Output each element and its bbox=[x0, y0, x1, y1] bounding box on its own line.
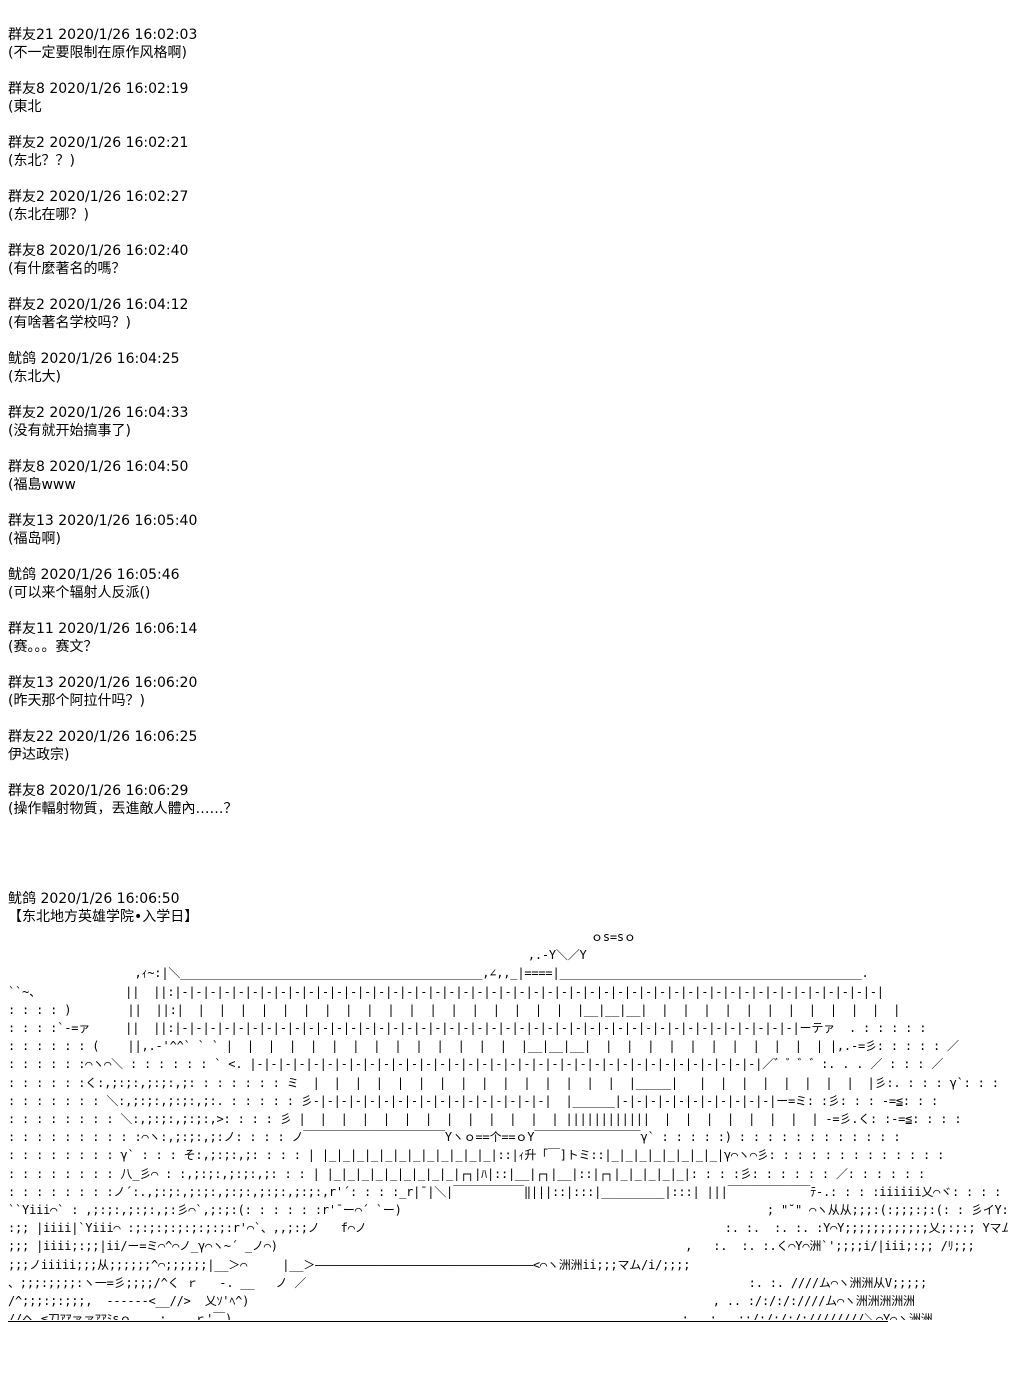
message-text: (有什麼著名的嗎？ bbox=[8, 261, 126, 277]
message-text: (有啥著名学校吗？) bbox=[8, 315, 131, 331]
message-header: 群友2 2020/1/26 16:02:21 bbox=[8, 135, 189, 151]
message-header: 群友21 2020/1/26 16:02:03 bbox=[8, 27, 198, 43]
spacer bbox=[8, 836, 988, 890]
message-text: (福島www bbox=[8, 477, 76, 493]
message-text: (不一定要限制在原作风格啊) bbox=[8, 45, 187, 61]
message-text: (东北在哪？) bbox=[8, 207, 89, 223]
chat-message: 群友2 2020/1/26 16:02:21 (东北？？) bbox=[8, 134, 988, 170]
chat-message: 群友22 2020/1/26 16:06:25 伊达政宗) bbox=[8, 728, 988, 764]
scene-title: 【东北地方英雄学院•入学日】 bbox=[8, 909, 199, 925]
message-header: 群友8 2020/1/26 16:02:40 bbox=[8, 243, 189, 259]
chat-message: 群友13 2020/1/26 16:05:40 (福岛啊) bbox=[8, 512, 988, 548]
chat-message-final: 鱿鸽 2020/1/26 16:06:50 【东北地方英雄学院•入学日】 bbox=[8, 890, 988, 926]
chat-message: 群友13 2020/1/26 16:06:20 (昨天那个阿拉什吗？) bbox=[8, 674, 988, 710]
message-text: (赛。。。赛文？ bbox=[8, 639, 98, 655]
chat-message: 群友8 2020/1/26 16:02:19 (東北 bbox=[8, 80, 988, 116]
message-header: 群友8 2020/1/26 16:02:19 bbox=[8, 81, 189, 97]
chat-message: 群友2 2020/1/26 16:02:27 (东北在哪？) bbox=[8, 188, 988, 224]
message-header: 群友8 2020/1/26 16:04:50 bbox=[8, 459, 189, 475]
ascii-art-school-building: ｏs=sｏ ,.-Y＼／Y ,ｨ~:|＼____________________… bbox=[8, 930, 1008, 1320]
chat-log: 群友21 2020/1/26 16:02:03 (不一定要限制在原作风格啊) 群友… bbox=[8, 26, 988, 944]
message-header: 鱿鸽 2020/1/26 16:04:25 bbox=[8, 351, 180, 367]
chat-message: 群友2 2020/1/26 16:04:33 (没有就开始搞事了) bbox=[8, 404, 988, 440]
message-header: 群友2 2020/1/26 16:02:27 bbox=[8, 189, 189, 205]
message-text: (福岛啊) bbox=[8, 531, 61, 547]
message-text: (没有就开始搞事了) bbox=[8, 423, 131, 439]
chat-message: 鱿鸽 2020/1/26 16:04:25 (东北大) bbox=[8, 350, 988, 386]
chat-message: 群友8 2020/1/26 16:04:50 (福島www bbox=[8, 458, 988, 494]
message-header: 群友13 2020/1/26 16:06:20 bbox=[8, 675, 198, 691]
chat-message: 群友11 2020/1/26 16:06:14 (赛。。。赛文？ bbox=[8, 620, 988, 656]
chat-message: 群友21 2020/1/26 16:02:03 (不一定要限制在原作风格啊) bbox=[8, 26, 988, 62]
message-header: 鱿鸽 2020/1/26 16:06:50 bbox=[8, 891, 180, 907]
message-text: (操作輻射物質，丟進敵人體內……？ bbox=[8, 801, 238, 817]
message-header: 鱿鸽 2020/1/26 16:05:46 bbox=[8, 567, 180, 583]
message-text: (昨天那个阿拉什吗？) bbox=[8, 693, 145, 709]
message-text: (东北？？) bbox=[8, 153, 75, 169]
message-header: 群友22 2020/1/26 16:06:25 bbox=[8, 729, 198, 745]
chat-message: 鱿鸽 2020/1/26 16:05:46 (可以来个辐射人反派() bbox=[8, 566, 988, 602]
chat-message: 群友8 2020/1/26 16:02:40 (有什麼著名的嗎？ bbox=[8, 242, 988, 278]
ascii-art-baseline bbox=[8, 1321, 888, 1322]
message-text: (東北 bbox=[8, 99, 42, 115]
message-header: 群友2 2020/1/26 16:04:33 bbox=[8, 405, 189, 421]
message-header: 群友13 2020/1/26 16:05:40 bbox=[8, 513, 198, 529]
message-header: 群友2 2020/1/26 16:04:12 bbox=[8, 297, 189, 313]
message-header: 群友11 2020/1/26 16:06:14 bbox=[8, 621, 198, 637]
chat-message: 群友2 2020/1/26 16:04:12 (有啥著名学校吗？) bbox=[8, 296, 988, 332]
chat-message: 群友8 2020/1/26 16:06:29 (操作輻射物質，丟進敵人體內……？ bbox=[8, 782, 988, 818]
message-text: (可以来个辐射人反派() bbox=[8, 585, 151, 601]
message-text: (东北大) bbox=[8, 369, 61, 385]
message-text: 伊达政宗) bbox=[8, 747, 70, 763]
message-header: 群友8 2020/1/26 16:06:29 bbox=[8, 783, 189, 799]
